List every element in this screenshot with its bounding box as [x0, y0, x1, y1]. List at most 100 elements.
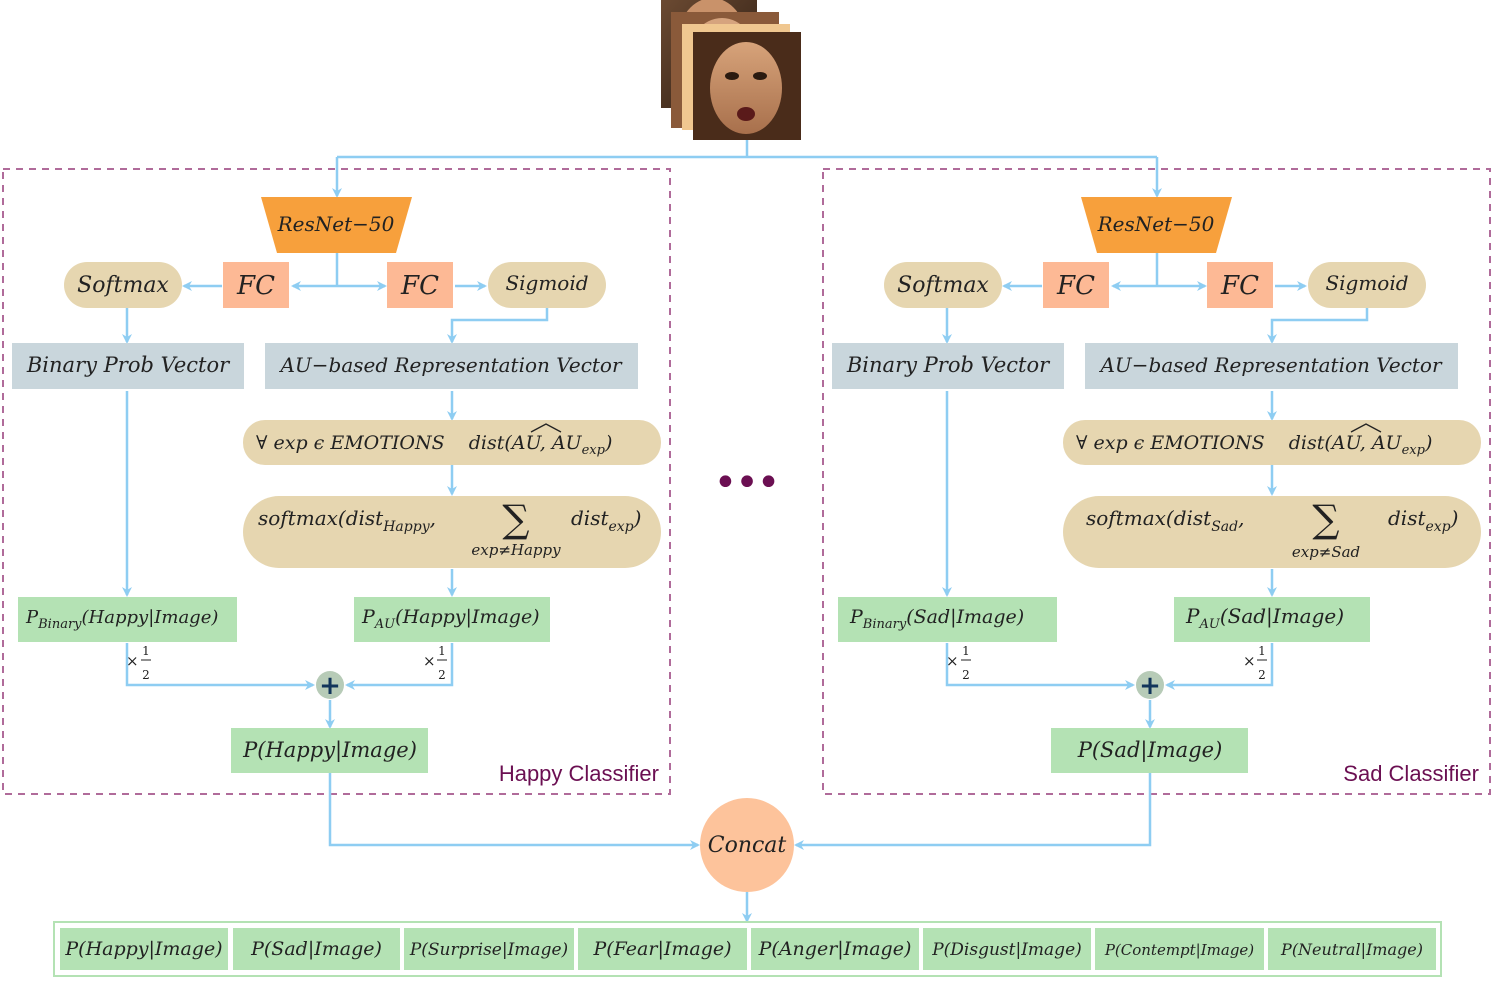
binary-prob-vector [832, 343, 1064, 389]
svg-text:1: 1 [438, 644, 446, 658]
more-classifiers-ellipsis: ••• [714, 460, 779, 506]
weight-right: × 1 2 [1243, 644, 1267, 682]
output-cell-label: P(Sad|Image) [250, 938, 382, 960]
concat-node [700, 798, 794, 892]
distance-formula: ∀ exp ϵ EMOTIONS dist(AU, AUexp) [256, 432, 612, 458]
sigmoid-label: Sigmoid [1325, 271, 1408, 295]
fc-left-label: FC [236, 271, 275, 301]
resnet-label: ResNet−50 [1097, 212, 1215, 236]
concat-arrows [328, 773, 1152, 923]
p-au-box [1174, 597, 1370, 642]
classifier-title: Sad Classifier [1343, 761, 1479, 786]
sigmoid-node [488, 262, 606, 308]
p-binary-box [18, 597, 237, 642]
output-cell [751, 928, 919, 970]
resnet-label: ResNet−50 [277, 212, 395, 236]
au-hat-accent [530, 423, 562, 433]
output-cell [404, 928, 574, 970]
softmax-label: Softmax [897, 273, 989, 298]
output-cell-label: P(Surprise|Image) [409, 940, 568, 960]
distance-func: dist( [469, 432, 513, 454]
au-representation-vector [1085, 343, 1458, 389]
resnet-block [261, 197, 412, 253]
distance-sub: exp [1402, 443, 1426, 458]
softmax-formula-sum-sub: exp≠Happy [471, 541, 561, 559]
softmax-formula-main: softmax(distHappy, [258, 506, 436, 535]
sum-node [316, 671, 344, 699]
concat-label: Concat [708, 833, 787, 858]
face-left-eye [725, 72, 739, 80]
distance-au-hat: AU [510, 432, 543, 454]
softmax-formula-sum: ∑ [1312, 497, 1339, 541]
distance-node [243, 420, 661, 465]
p-au-box [354, 597, 550, 642]
classifier-output-box [231, 728, 428, 773]
svg-text:×: × [1243, 652, 1256, 670]
face-photo-front-face [710, 42, 782, 134]
resnet-block [1081, 197, 1232, 253]
svg-text:2: 2 [438, 668, 446, 682]
classifier-dashed-border [2, 168, 671, 795]
distance-au-hat: AU [1330, 432, 1363, 454]
svg-text:×: × [946, 652, 959, 670]
softmax-formula-sum-sub: exp≠Sad [1292, 543, 1360, 561]
face-right-eye [753, 72, 767, 80]
svg-text:1: 1 [142, 644, 150, 658]
input-split-arrows [332, 140, 1162, 198]
softmax-formula-node [243, 496, 661, 568]
output-cell [923, 928, 1091, 970]
fc-right-block [1207, 262, 1273, 308]
face-open-mouth [737, 107, 755, 121]
softmax-node [884, 262, 1002, 308]
distance-formula: ∀ exp ϵ EMOTIONS dist(AU, AUexp) [1076, 432, 1432, 458]
sigmoid-label: Sigmoid [505, 271, 588, 295]
au-representation-vector-label: AU−based Representation Vector [1098, 353, 1443, 377]
output-cell [233, 928, 400, 970]
softmax-formula-tail: distexp) [571, 506, 641, 535]
fc-left-block [223, 262, 289, 308]
sad-classifier-panel: ResNet−50 FC FC Softmax Sigmoid Binary P… [822, 168, 1491, 795]
classifier-output-label: P(Sad|Image) [1077, 738, 1223, 763]
output-cell [1095, 928, 1264, 970]
svg-text:2: 2 [962, 668, 970, 682]
classifier-title: Happy Classifier [499, 761, 659, 786]
distance-forall: ∀ exp ϵ EMOTIONS [1076, 432, 1265, 454]
binary-prob-vector-label: Binary Prob Vector [846, 353, 1051, 377]
p-binary-label: PBinary(Sad|Image) [849, 606, 1024, 632]
fc-left-block [1043, 262, 1109, 308]
distance-close: ) [604, 432, 612, 454]
classifier-dashed-border [822, 168, 1491, 795]
p-binary-box [838, 597, 1057, 642]
softmax-formula-sum: ∑ [502, 497, 529, 541]
p-au-label: PAU(Happy|Image) [361, 606, 540, 632]
binary-prob-vector-label: Binary Prob Vector [26, 353, 231, 377]
svg-text:2: 2 [142, 668, 150, 682]
sum-node-symbol: + [319, 671, 341, 701]
panel-arrows [942, 252, 1369, 729]
svg-text:2: 2 [1258, 668, 1266, 682]
svg-text:1: 1 [1258, 644, 1266, 658]
svg-text:1: 1 [962, 644, 970, 658]
weight-left: × 1 2 [946, 644, 971, 682]
sum-node [1136, 671, 1164, 699]
output-cell-label: P(Fear|Image) [592, 938, 731, 960]
output-cell-label: P(Contempt|Image) [1104, 941, 1254, 959]
weight-left: × 1 2 [126, 644, 151, 682]
classifier-output-label: P(Happy|Image) [242, 738, 417, 763]
distance-sep: , AU [1360, 432, 1403, 454]
panel-arrows [122, 252, 549, 729]
softmax-formula-main: softmax(distSad, [1086, 506, 1244, 535]
distance-func: dist( [1289, 432, 1333, 454]
output-cell [60, 928, 228, 970]
output-cell [1268, 928, 1436, 970]
distance-sep: , AU [540, 432, 583, 454]
softmax-node [64, 262, 182, 308]
svg-text:×: × [423, 652, 436, 670]
softmax-label: Softmax [77, 273, 169, 298]
final-output-vector [53, 921, 1442, 977]
svg-text:×: × [126, 652, 139, 670]
output-cell-label: P(Neutral|Image) [1280, 940, 1423, 959]
au-hat-accent [1350, 423, 1382, 433]
input-face-stack [661, 0, 801, 140]
